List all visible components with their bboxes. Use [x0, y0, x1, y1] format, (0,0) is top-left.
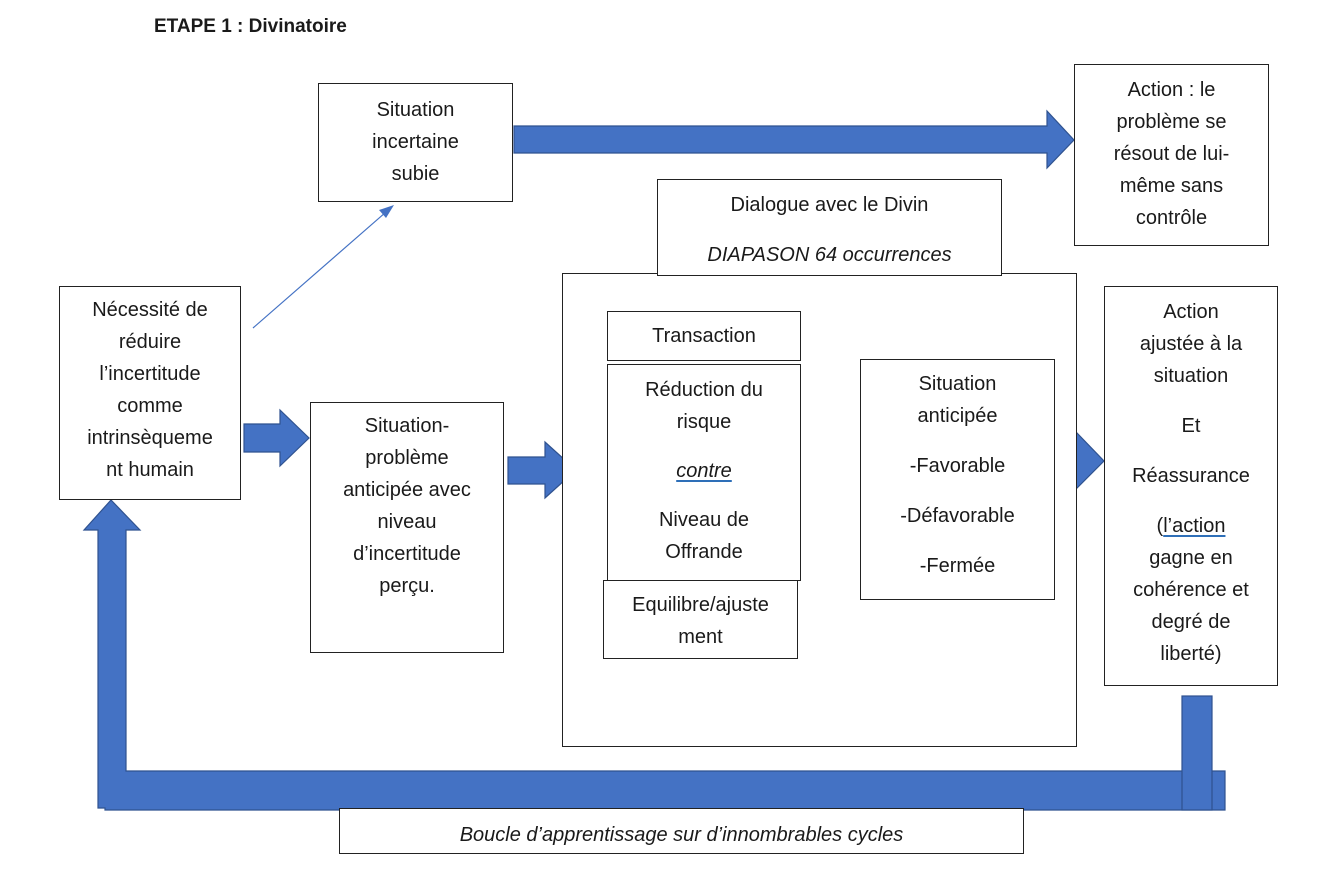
line: gagne en [1149, 547, 1233, 569]
arrow-incertaine-to-action [513, 109, 1075, 170]
paren: ( [1156, 515, 1164, 537]
boucle-box: Boucle d’apprentissage sur d’innombrable… [339, 808, 1024, 854]
line: intrinsèqueme [87, 427, 213, 449]
line: contrôle [1135, 207, 1208, 229]
dialogue-box: Dialogue avec le Divin DIAPASON 64 occur… [657, 179, 1002, 276]
line: résout de lui- [1113, 143, 1230, 165]
option-fermee: -Fermée [919, 555, 996, 577]
equilibre-box: Equilibre/ajuste ment [603, 580, 798, 659]
line: anticipée avec [343, 479, 471, 501]
situation-probleme-box: Situation- problème anticipée avec nivea… [310, 402, 504, 653]
line: niveau [377, 511, 437, 533]
line: degré de [1151, 611, 1231, 633]
line: Situation [918, 373, 997, 395]
loop-arrow-down-stem [1181, 695, 1213, 811]
line: risque [676, 411, 732, 433]
transaction-box: Transaction [607, 311, 801, 361]
line: même sans [1119, 175, 1224, 197]
line: Réduction du [645, 379, 763, 401]
page-title: ETAPE 1 : Divinatoire [154, 16, 347, 37]
transaction-label: Transaction [652, 325, 756, 347]
loop-arrow [82, 499, 1226, 811]
line: problème se [1116, 111, 1227, 133]
option-defavorable: -Défavorable [900, 505, 1015, 527]
reduction-box: Réduction du risque contre Niveau de Off… [607, 364, 801, 581]
situation-incertaine-box: Situation incertaine subie [318, 83, 513, 202]
line: Offrande [665, 541, 743, 563]
action-resout-box: Action : le problème se résout de lui- m… [1074, 64, 1269, 246]
line: Nécessité de [92, 299, 208, 321]
option-favorable: -Favorable [909, 455, 1006, 477]
line: cohérence et [1133, 579, 1249, 601]
line: Situation [376, 99, 455, 121]
arrow-necessite-to-probleme [243, 408, 310, 468]
line: (l’action [1157, 510, 1226, 542]
thin-arrow-line [252, 211, 387, 329]
line: nt humain [106, 459, 194, 481]
line: Action [1163, 301, 1219, 323]
diapason-line: DIAPASON 64 occurrences [707, 244, 952, 266]
line: Et [1181, 415, 1201, 437]
thin-arrow-head [379, 205, 394, 218]
line: d’incertitude [353, 543, 461, 565]
line: Situation- [364, 415, 450, 437]
dialogue-line: Dialogue avec le Divin [730, 194, 929, 216]
action-underlined: l’action [1163, 515, 1226, 537]
boucle-label: Boucle d’apprentissage sur d’innombrable… [459, 824, 904, 846]
line: Action : le [1127, 79, 1216, 101]
necessite-box: Nécessité de réduire l’incertitude comme… [59, 286, 241, 500]
contre-line: contre [676, 460, 732, 482]
line: problème [365, 447, 449, 469]
line: ment [678, 626, 723, 648]
line: Réassurance [1132, 465, 1250, 487]
situation-anticipee-box: Situation anticipée -Favorable -Défavora… [860, 359, 1055, 600]
line: situation [1153, 365, 1229, 387]
line: anticipée [917, 405, 998, 427]
line: incertaine [372, 131, 459, 153]
line: réduire [118, 331, 182, 353]
line: perçu. [379, 575, 435, 597]
line: subie [391, 163, 440, 185]
line: Equilibre/ajuste [632, 594, 769, 616]
line: comme [117, 395, 183, 417]
action-ajustee-box: Action ajustée à la situation Et Réassur… [1104, 286, 1278, 686]
line: l’incertitude [99, 363, 201, 385]
arrow-probleme-to-frame [507, 440, 577, 500]
line: ajustée à la [1139, 333, 1243, 355]
line: liberté) [1160, 643, 1222, 665]
line: Niveau de [658, 509, 750, 531]
